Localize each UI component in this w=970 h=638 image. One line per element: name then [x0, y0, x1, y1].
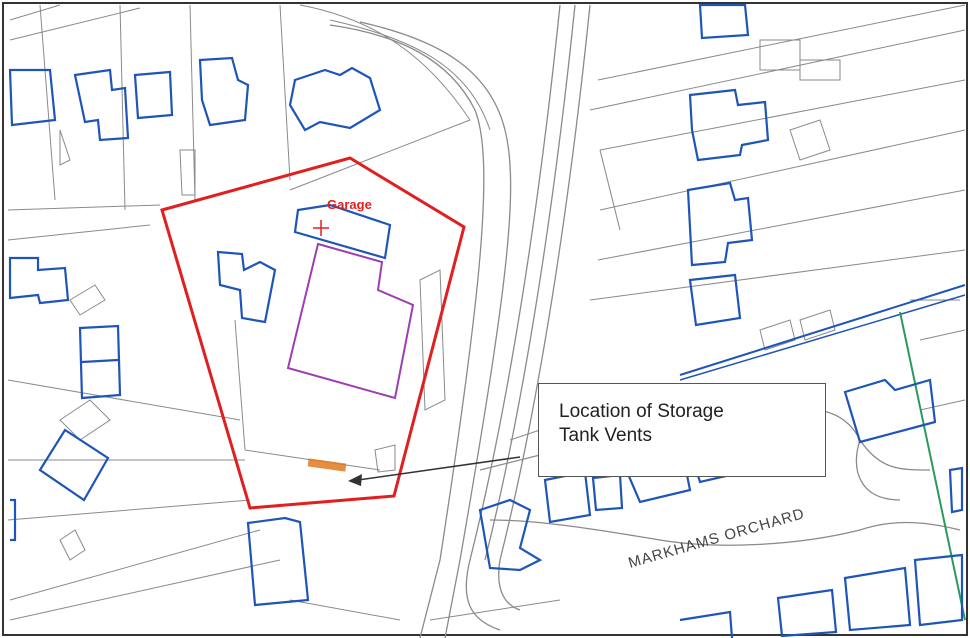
garage-label: Garage	[327, 197, 372, 212]
site-boundary	[160, 156, 466, 510]
main-road	[329, 4, 591, 638]
site-marker-cross	[313, 220, 329, 236]
callout-line-1: Location of Storage	[559, 401, 724, 422]
storage-tank-vents	[307, 458, 347, 472]
callout-arrow	[348, 456, 521, 486]
storage-tank-vents-callout: Location of Storage Tank Vents	[538, 383, 826, 477]
callout-line-2: Tank Vents	[559, 425, 652, 446]
plot-boundaries	[7, 4, 966, 621]
garage-building-outline	[286, 242, 415, 400]
right-boundary-lines	[679, 284, 966, 621]
buildings	[8, 3, 964, 638]
